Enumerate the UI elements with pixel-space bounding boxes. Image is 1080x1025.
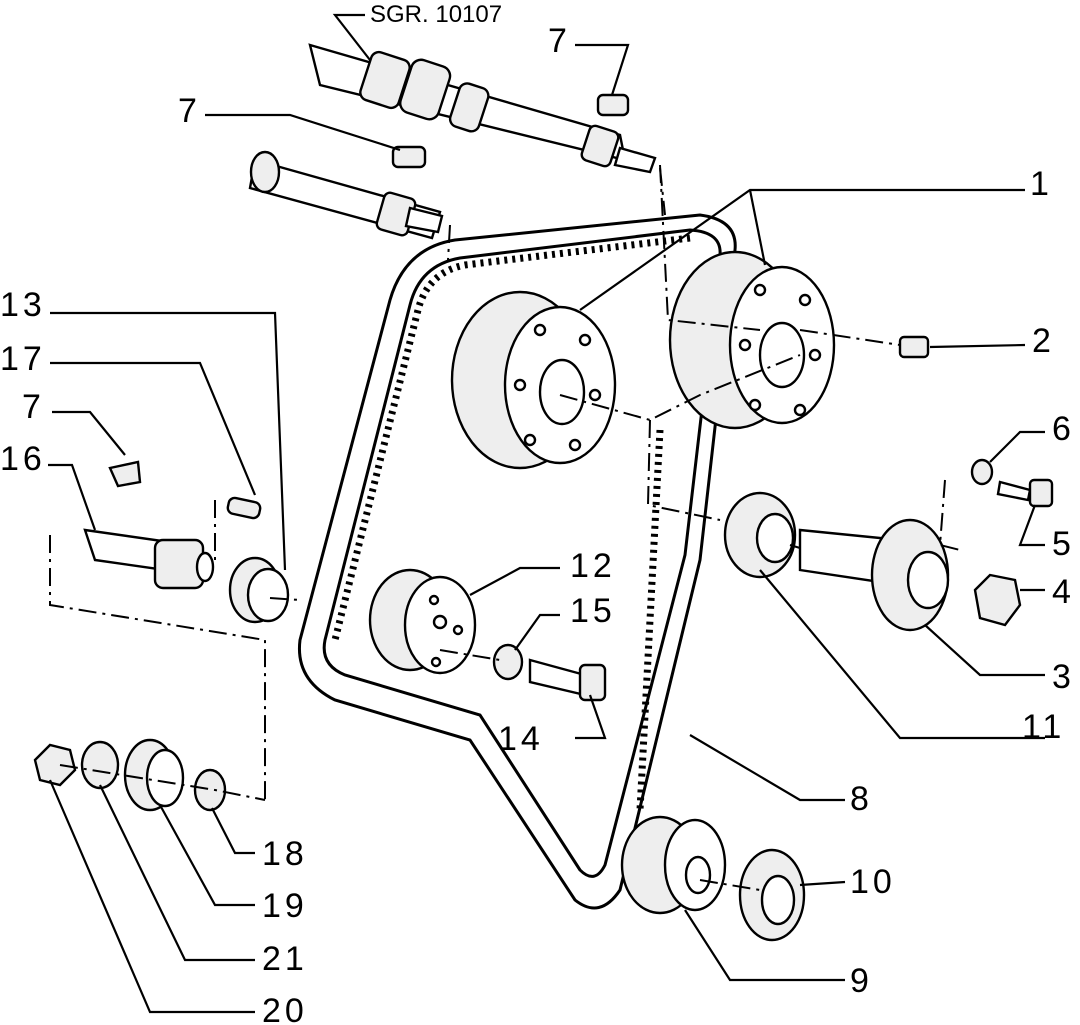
camshaft-upper [308, 43, 657, 174]
key-part-7-top [596, 93, 630, 117]
spacer-part-18 [193, 768, 227, 812]
label-2: 2 [1032, 322, 1055, 360]
label-4: 4 [1052, 573, 1075, 611]
washer-part-15 [492, 643, 524, 681]
washer-part-6 [970, 458, 994, 486]
label-17: 17 [0, 340, 46, 378]
label-12: 12 [570, 547, 616, 585]
cam-pulley-right [668, 250, 836, 430]
idler-pulley-part-12 [368, 568, 477, 675]
label-5: 5 [1052, 525, 1075, 563]
timing-belt [297, 213, 737, 910]
label-7-mid: 7 [178, 92, 201, 130]
label-16: 16 [0, 440, 46, 478]
label-19: 19 [262, 887, 308, 925]
seal-part-10 [738, 848, 806, 942]
key-part-7-left [108, 460, 142, 488]
key-part-7-mid [391, 145, 427, 169]
label-18: 18 [262, 835, 308, 873]
bolt-part-5 [996, 480, 1032, 502]
label-8: 8 [850, 780, 873, 818]
label-15: 15 [570, 592, 616, 630]
tensioner-assembly [723, 458, 1054, 632]
bolt-part-14 [528, 658, 607, 702]
label-13: 13 [0, 286, 46, 324]
grub-screw-part-2 [898, 335, 930, 359]
label-11: 11 [1022, 708, 1065, 746]
label-21: 21 [262, 940, 308, 978]
label-3: 3 [1052, 658, 1075, 696]
leader-lines [48, 13, 1045, 1014]
label-6: 6 [1052, 410, 1075, 448]
label-14: 14 [498, 720, 544, 758]
label-10: 10 [850, 863, 896, 901]
nut-part-4 [973, 573, 1022, 627]
label-9: 9 [850, 962, 873, 1000]
label-20: 20 [262, 992, 308, 1025]
reference-code: SGR. 10107 [370, 1, 502, 28]
washer-part-21 [80, 740, 120, 790]
pin-part-17 [226, 496, 262, 520]
aux-shaft-part-16 [83, 528, 215, 590]
gear-part-19 [123, 738, 185, 812]
cam-pulley-left [450, 290, 617, 470]
crank-pulley-part-9 [620, 815, 727, 915]
camshaft-lower [248, 150, 444, 240]
nut-part-20 [33, 743, 77, 787]
label-1: 1 [1030, 165, 1053, 203]
label-7-top: 7 [548, 22, 571, 60]
pulley-part-13 [228, 556, 290, 624]
label-7-left: 7 [22, 388, 45, 426]
